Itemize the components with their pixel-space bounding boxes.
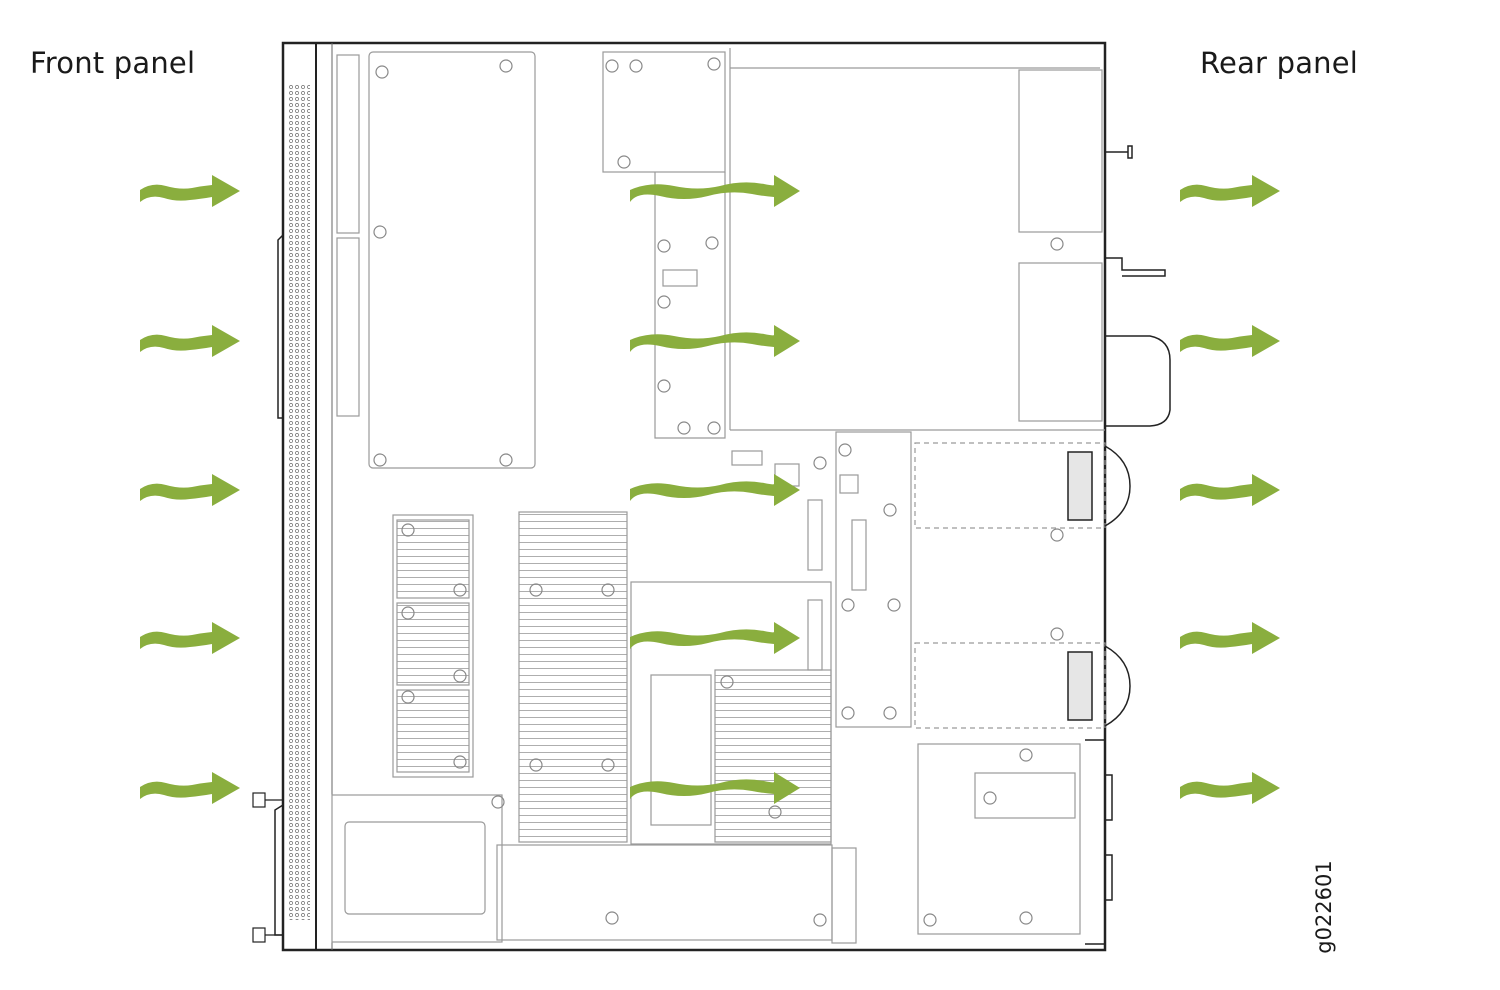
airflow-arrow-icon [140,474,240,506]
airflow-arrow-icon [140,772,240,804]
airflow-arrow-icon [630,175,800,207]
chassis [252,41,1107,952]
airflow-arrow-icon [630,772,800,804]
rear-hardware [1067,145,1171,945]
airflow-arrow-icon [630,622,800,654]
airflow-arrows [140,175,1280,804]
airflow-arrow-icon [1180,622,1280,654]
airflow-arrow-icon [1180,772,1280,804]
airflow-arrow-icon [1180,474,1280,506]
front-screw-bottom [252,927,266,943]
front-panel-label: Front panel [30,46,196,80]
front-vent-grille [288,85,310,920]
screws [373,57,1064,927]
airflow-arrow-icon [1180,325,1280,357]
internal-components [331,48,1106,944]
airflow-arrow-icon [630,474,800,506]
airflow-arrow-icon [140,325,240,357]
front-screw-top [252,792,266,808]
airflow-arrow-icon [1180,175,1280,207]
airflow-arrow-icon [630,325,800,357]
airflow-arrow-icon [140,622,240,654]
rear-panel-label: Rear panel [1200,46,1359,80]
airflow-arrow-icon [140,175,240,207]
